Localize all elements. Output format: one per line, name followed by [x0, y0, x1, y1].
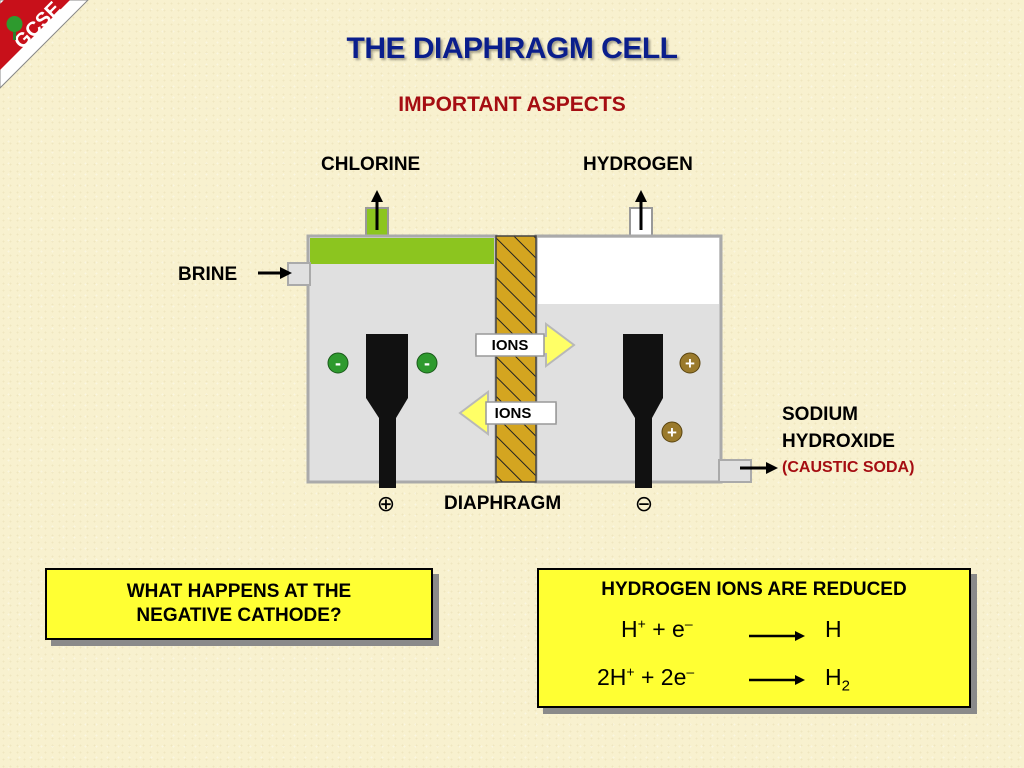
svg-text:-: - — [335, 353, 341, 373]
sodium-label: SODIUM — [782, 404, 858, 425]
equation-1-reactants: H+ + e– — [621, 615, 693, 642]
anode-positive-sign: ⊕ — [377, 492, 395, 517]
svg-text:+: + — [685, 354, 695, 373]
hydroxide-label: HYDROXIDE — [782, 431, 895, 452]
tree-icon — [6, 16, 23, 40]
svg-text:+: + — [667, 423, 677, 442]
hydrogen-label: HYDROGEN — [583, 154, 693, 175]
cathode-electrode — [623, 334, 663, 488]
chlorine-arrow-icon — [371, 190, 383, 230]
ions-label-top: IONS — [492, 337, 529, 354]
cathode-negative-sign: ⊖ — [635, 492, 653, 517]
question-box: WHAT HAPPENS AT THE NEGATIVE CATHODE? — [45, 568, 433, 640]
ions-arrow-right: IONS — [475, 322, 576, 368]
sodium-hydroxide-arrow-icon — [740, 462, 778, 474]
ions-arrow-left: IONS — [458, 390, 557, 436]
brine-label: BRINE — [178, 264, 238, 285]
diaphragm-label: DIAPHRAGM — [444, 493, 562, 514]
equation-arrows — [749, 631, 805, 685]
chloride-ion-2: - — [416, 352, 438, 374]
page-title: THE DIAPHRAGM CELL — [346, 32, 679, 65]
hydrogen-arrow-icon — [635, 190, 647, 230]
ions-label-bottom: IONS — [495, 405, 532, 422]
equation-2-arrow-icon — [749, 675, 805, 685]
equation-1-arrow-icon — [749, 631, 805, 641]
chlorine-gas-space — [310, 238, 494, 264]
question-line-1: WHAT HAPPENS AT THE — [126, 581, 352, 602]
equation-2-reactants: 2H+ + 2e– — [597, 663, 695, 690]
brine-arrow-icon — [258, 267, 292, 279]
gcse-badge: GCSE — [0, 0, 89, 89]
hydrogen-ion-1: + — [679, 352, 701, 374]
hydrogen-gas-space — [538, 238, 719, 304]
equation-1-product: H — [825, 616, 842, 642]
question-line-2: NEGATIVE CATHODE? — [136, 605, 342, 626]
chloride-ion-1: - — [327, 352, 349, 374]
page-subtitle: IMPORTANT ASPECTS — [398, 93, 626, 116]
anode-electrode — [366, 334, 408, 488]
caustic-soda-label: (CAUSTIC SODA) — [782, 459, 915, 476]
chlorine-label: CHLORINE — [321, 154, 421, 175]
diaphragm — [495, 235, 537, 483]
equation-2-product: H2 — [825, 664, 850, 695]
answer-box: HYDROGEN IONS ARE REDUCED H+ + e– H 2H+ … — [537, 568, 971, 708]
hydrogen-ion-2: + — [661, 421, 683, 443]
brine-inlet-pipe — [287, 262, 311, 286]
sodium-hydroxide-outlet-pipe — [718, 459, 752, 483]
svg-text:-: - — [424, 353, 430, 373]
answer-title: HYDROGEN IONS ARE REDUCED — [601, 579, 907, 600]
